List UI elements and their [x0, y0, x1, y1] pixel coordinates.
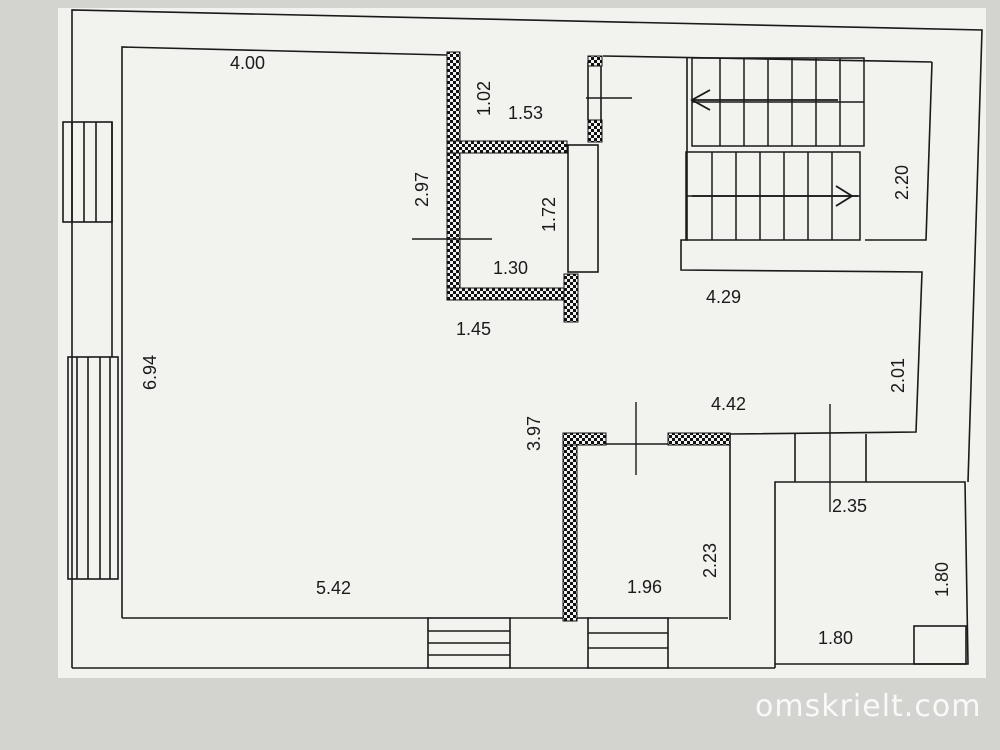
dim-3-97: 3.97 — [524, 416, 544, 451]
dim-4-29: 4.29 — [706, 287, 741, 307]
dim-2-01: 2.01 — [888, 358, 908, 393]
dim-6-94: 6.94 — [140, 355, 160, 390]
dim-2-20: 2.20 — [892, 165, 912, 200]
dim-2-97: 2.97 — [412, 172, 432, 207]
dim-4-42: 4.42 — [711, 394, 746, 414]
dim-1-72: 1.72 — [539, 197, 559, 232]
dim-1-96: 1.96 — [627, 577, 662, 597]
dim-1-30: 1.30 — [493, 258, 528, 278]
dim-1-80-horizontal: 1.80 — [818, 628, 853, 648]
dim-2-23: 2.23 — [700, 543, 720, 578]
stair-arrows — [690, 89, 858, 207]
dim-1-80-vertical: 1.80 — [932, 562, 952, 597]
dim-1-45: 1.45 — [456, 319, 491, 339]
paper-sheet — [58, 8, 986, 678]
dim-1-53: 1.53 — [508, 103, 543, 123]
hatched-walls — [446, 51, 731, 622]
watermark: omskrielt.com — [755, 689, 981, 724]
dim-2-35: 2.35 — [832, 496, 867, 516]
dim-5-42: 5.42 — [316, 578, 351, 598]
dim-1-02: 1.02 — [474, 81, 494, 116]
section-markers — [412, 97, 831, 512]
dim-4-00: 4.00 — [230, 53, 265, 73]
dimension-labels: 4.00 1.02 1.53 2.97 1.72 1.30 1.45 2.20 … — [140, 53, 952, 648]
